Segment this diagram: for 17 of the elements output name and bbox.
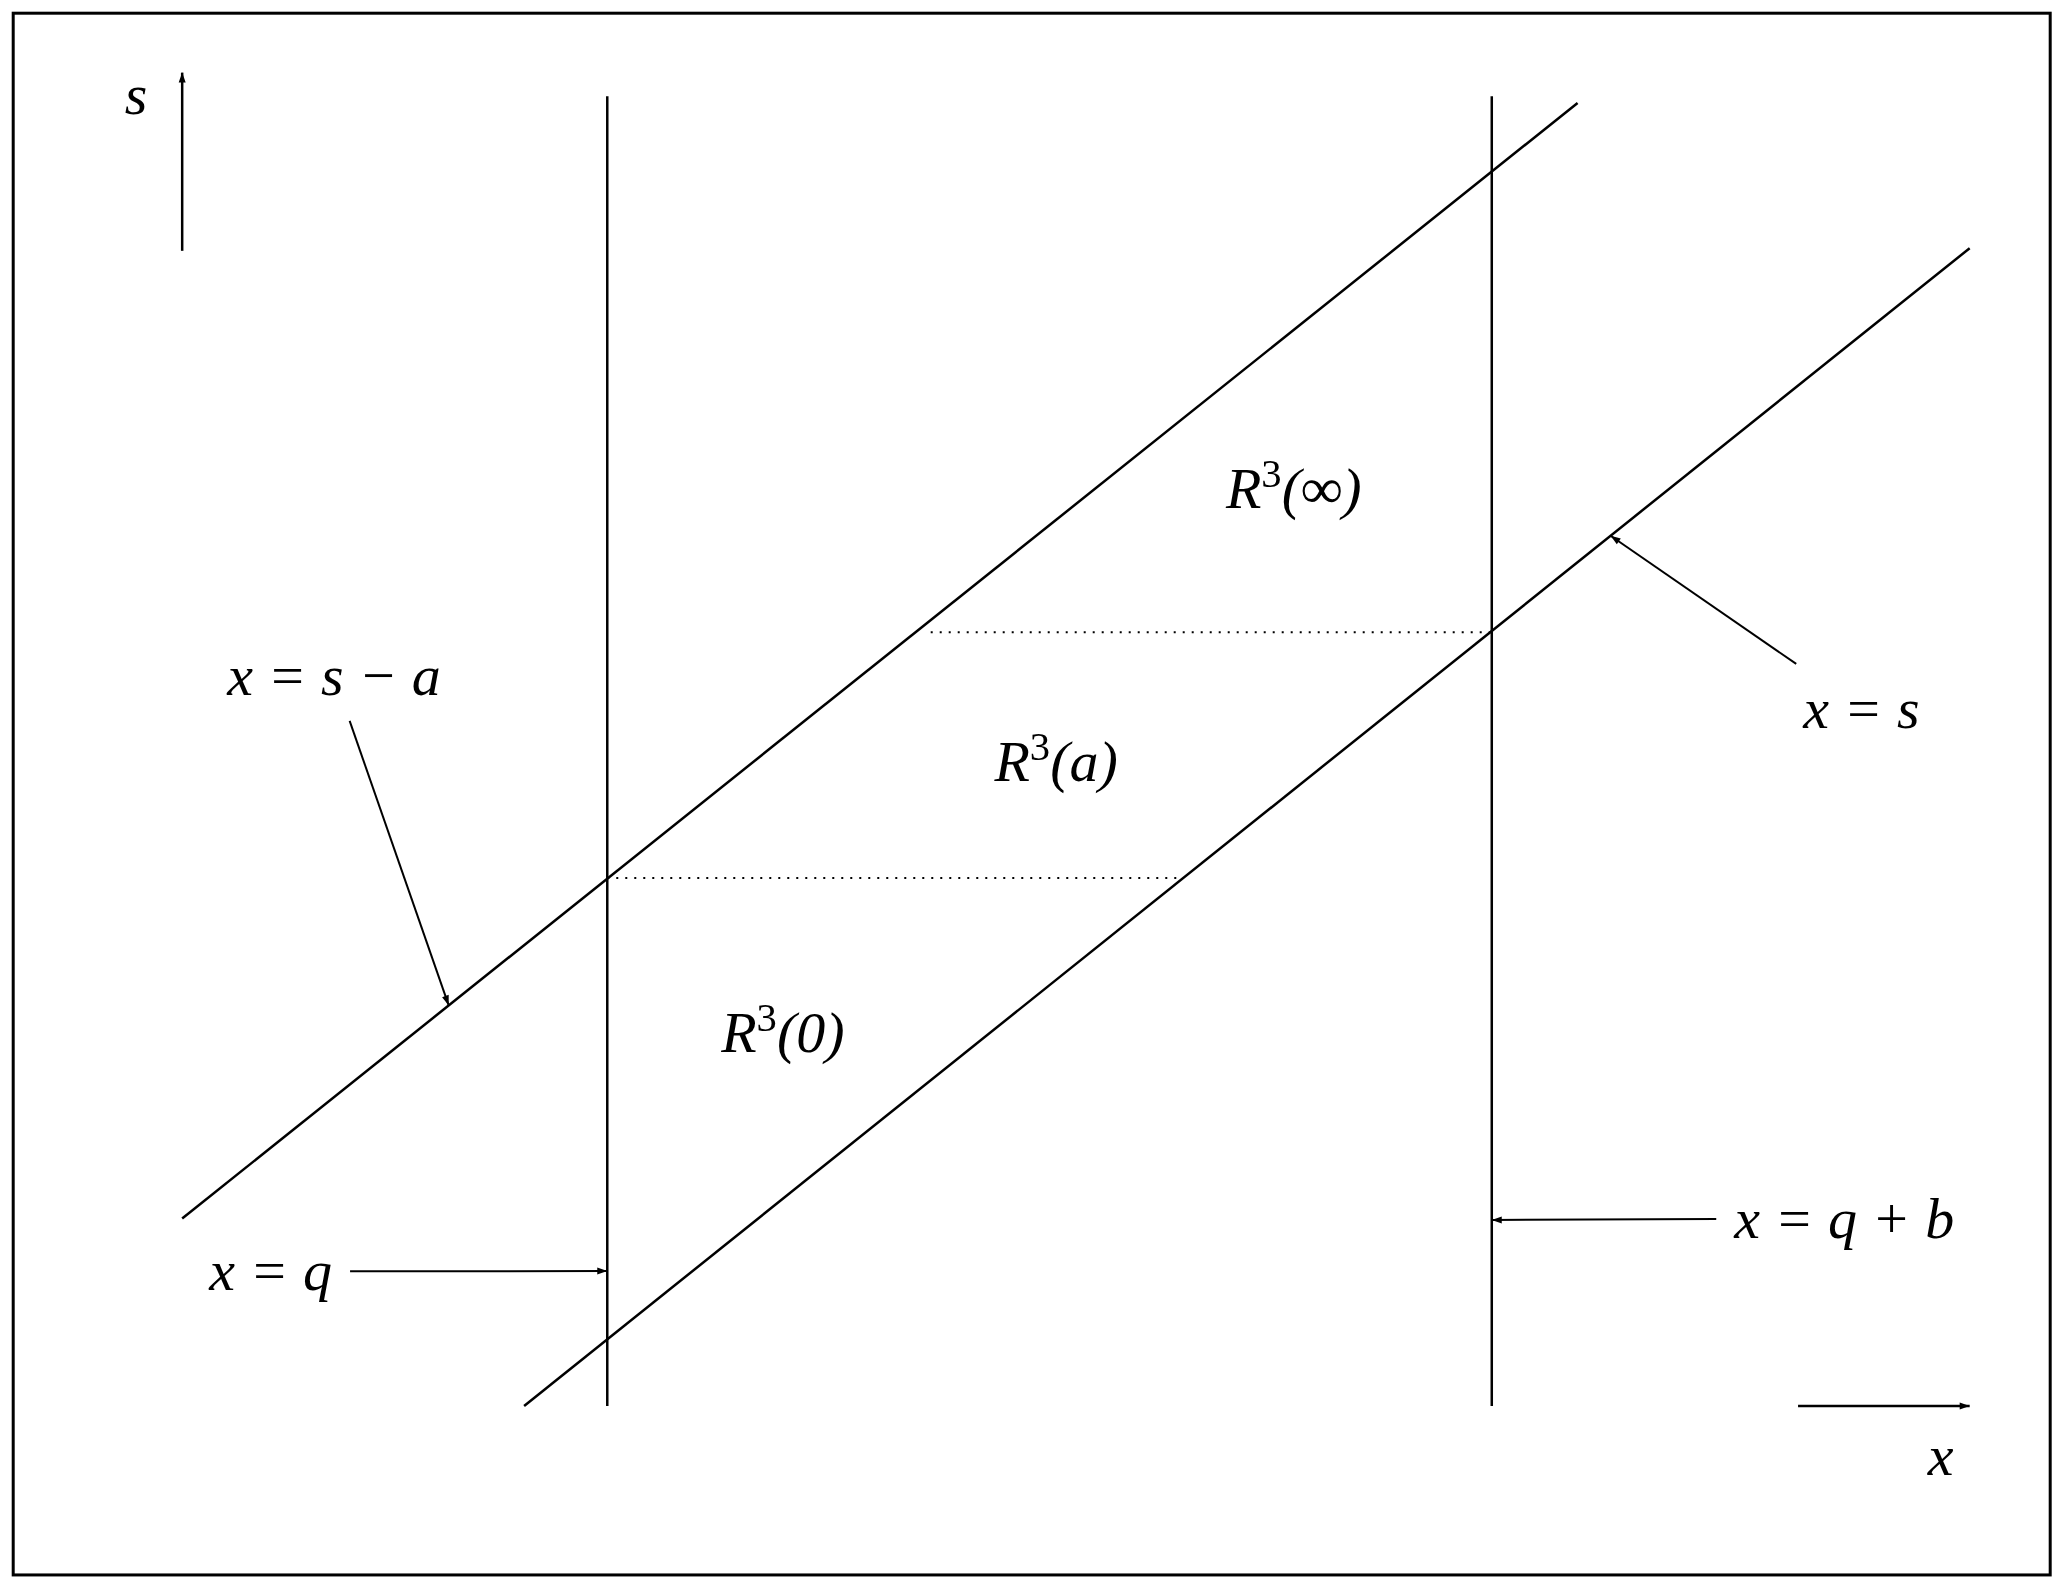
region-label: R$^{3}$(∞) xyxy=(1224,452,1363,520)
straight-line xyxy=(606,96,609,1406)
axis-label: s xyxy=(123,64,149,127)
leader-arrow xyxy=(1490,1216,1718,1224)
region-label: R$^{3}$(a) xyxy=(993,725,1119,793)
region-label: R$^{3}$(0) xyxy=(720,996,846,1064)
leader-arrow xyxy=(349,1267,609,1275)
straight-line xyxy=(181,102,1579,1220)
straight-line xyxy=(523,247,1971,1407)
equation-label: x = q + b xyxy=(1730,1187,1959,1250)
equation-label: x = s xyxy=(1799,677,1924,740)
leader-arrow xyxy=(348,719,450,1007)
equation-label: x = q xyxy=(205,1240,337,1303)
axis-label: x xyxy=(1926,1425,1955,1488)
leader-arrow xyxy=(1609,534,1798,665)
straight-line xyxy=(1490,96,1493,1406)
equation-label: x = s − a xyxy=(223,644,445,707)
